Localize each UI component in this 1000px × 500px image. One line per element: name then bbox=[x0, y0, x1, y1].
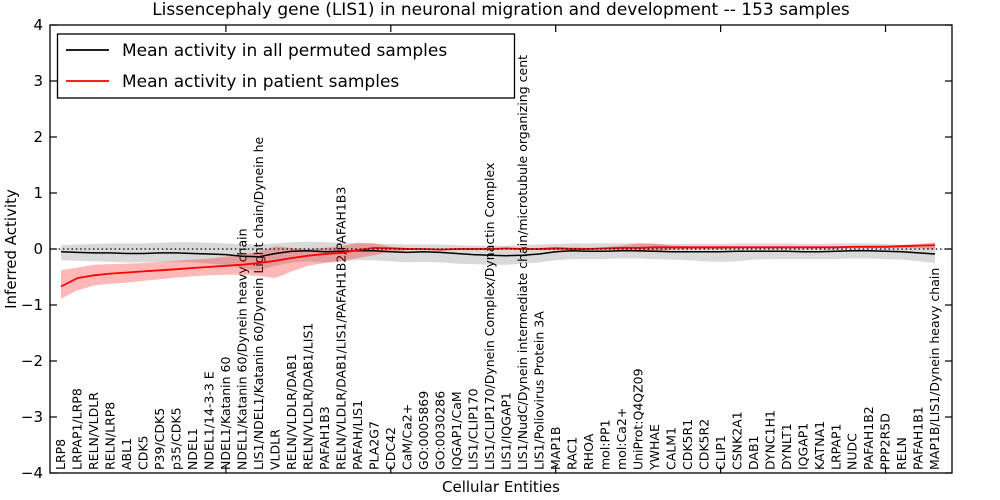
x-tick-label: RELN/VLDLR bbox=[86, 392, 101, 470]
x-tick-label: LRPAP1/LRP8 bbox=[70, 388, 85, 470]
x-tick-label: LIS1/NudC/Dynein intermediate chain/micr… bbox=[515, 55, 530, 470]
legend-entry-permuted: Mean activity in all permuted samples bbox=[66, 41, 447, 61]
x-tick-label: PAFAH1B3 bbox=[317, 406, 332, 470]
permuted-mean-line bbox=[60, 249, 936, 258]
x-tick-label: PAFAH/LIS1 bbox=[350, 400, 365, 470]
x-tick-label: RELN/LRP8 bbox=[103, 402, 118, 470]
x-tick-label: p35/CDK5 bbox=[169, 407, 184, 470]
plot-border bbox=[49, 24, 953, 474]
x-tick-label: KATNA1 bbox=[812, 421, 827, 470]
y-tick-label: −4 bbox=[21, 464, 43, 482]
x-tick-label: DYNLT1 bbox=[779, 423, 794, 470]
x-tick-label: DYNC1H1 bbox=[762, 410, 777, 470]
x-tick-label: CDK5R2 bbox=[696, 419, 711, 470]
x-tick-label: VLDLR bbox=[268, 429, 283, 470]
x-tick-label: RELN/VLDLR/DAB1 bbox=[284, 353, 299, 470]
chart-title: Lissencephaly gene (LIS1) in neuronal mi… bbox=[152, 0, 850, 20]
legend-entry-patient: Mean activity in patient samples bbox=[66, 72, 399, 92]
x-tick-label: CLIP1 bbox=[713, 435, 728, 470]
x-tick-label: NDEL1/Katanin 60/Dynein heavy chain bbox=[235, 228, 250, 470]
x-tick-label: PLA2G7 bbox=[367, 421, 382, 470]
x-tick-label: DAB1 bbox=[746, 436, 761, 471]
y-tick-label: −3 bbox=[21, 408, 43, 426]
y-tick-label: 3 bbox=[33, 72, 43, 90]
x-tick-label: PPP2R5D bbox=[878, 413, 893, 470]
x-tick-label: LIS1/Poliovirus Protein 3A bbox=[531, 311, 546, 470]
x-tick-label: CSNK2A1 bbox=[729, 411, 744, 470]
x-tick-label: PAFAH1B2 bbox=[861, 406, 876, 470]
y-tick-label: 4 bbox=[33, 16, 43, 34]
x-tick-label: NDEL1 bbox=[185, 428, 200, 470]
y-tick-label: −1 bbox=[21, 296, 43, 314]
x-tick-label: LRP8 bbox=[53, 439, 68, 470]
legend-label-patient: Mean activity in patient samples bbox=[122, 72, 399, 92]
x-tick-label: CDK5R1 bbox=[680, 419, 695, 470]
x-tick-label: CaM/Ca2+ bbox=[400, 404, 415, 470]
x-tick-label: CALM1 bbox=[663, 427, 678, 470]
x-tick-label: GO:0005869 bbox=[416, 391, 431, 470]
y-axis-label: Inferred Activity bbox=[2, 189, 20, 309]
x-tick-label: ABL1 bbox=[119, 438, 134, 470]
y-tick-label: 1 bbox=[33, 184, 43, 202]
x-tick-label: MAP1B bbox=[548, 427, 563, 470]
x-tick-label: NDEL1/Katanin 60 bbox=[218, 357, 233, 470]
x-tick-label: IQGAP1 bbox=[795, 423, 810, 470]
x-tick-label: mol:PP1 bbox=[597, 419, 612, 470]
x-tick-label: LRPAP1 bbox=[828, 424, 843, 470]
x-tick-label: YWHAE bbox=[647, 424, 662, 471]
x-tick-label: NDEL1/14-3-3 E bbox=[202, 371, 217, 470]
x-tick-label: LIS1/CLIP170 bbox=[466, 388, 481, 470]
y-tick-label: 2 bbox=[33, 128, 43, 146]
confidence-bands bbox=[61, 241, 935, 299]
x-tick-label: mol:Ca2+ bbox=[614, 408, 629, 470]
x-tick-label: GO:0030286 bbox=[433, 391, 448, 470]
x-tick-label: RELN/VLDLR/DAB1/LIS1/PAFAH1B2/PAFAH1B3 bbox=[334, 187, 349, 470]
x-tick-label: RELN/VLDLR/DAB1/LIS1 bbox=[301, 323, 316, 470]
x-tick-label: CDC42 bbox=[383, 427, 398, 470]
x-tick-label: RELN bbox=[894, 437, 909, 470]
legend-label-permuted: Mean activity in all permuted samples bbox=[122, 41, 447, 61]
x-tick-label: MAP1B/LIS1/Dynein heavy chain bbox=[927, 268, 942, 470]
x-tick-label: PAFAH1B1 bbox=[911, 406, 926, 470]
x-tick-label: LIS1/IQGAP1 bbox=[498, 392, 513, 470]
x-tick-label: LIS1/CLIP170/Dynein Complex/Dynactin Com… bbox=[482, 163, 497, 470]
x-tick-label: RAC1 bbox=[564, 437, 579, 470]
x-tick-label: NUDC bbox=[845, 433, 860, 470]
legend-box bbox=[56, 33, 516, 99]
y-tick-label: −2 bbox=[21, 352, 43, 370]
x-tick-label: LIS1/NDEL1/Katanin 60/Dynein Light chain… bbox=[251, 136, 266, 470]
legend: Mean activity in all permuted samples Me… bbox=[56, 33, 516, 99]
x-tick-label: UniProt:Q4QZ09 bbox=[630, 368, 645, 470]
x-tick-label: RHOA bbox=[581, 433, 596, 470]
x-axis-label: Cellular Entities bbox=[442, 478, 560, 496]
x-tick-label: P39/CDK5 bbox=[152, 408, 167, 470]
x-tick-label: IQGAP1/CaM bbox=[449, 391, 464, 470]
y-tick-label: 0 bbox=[33, 240, 43, 258]
patient-confidence-band bbox=[61, 242, 935, 299]
x-tick-label: CDK5 bbox=[136, 435, 151, 470]
